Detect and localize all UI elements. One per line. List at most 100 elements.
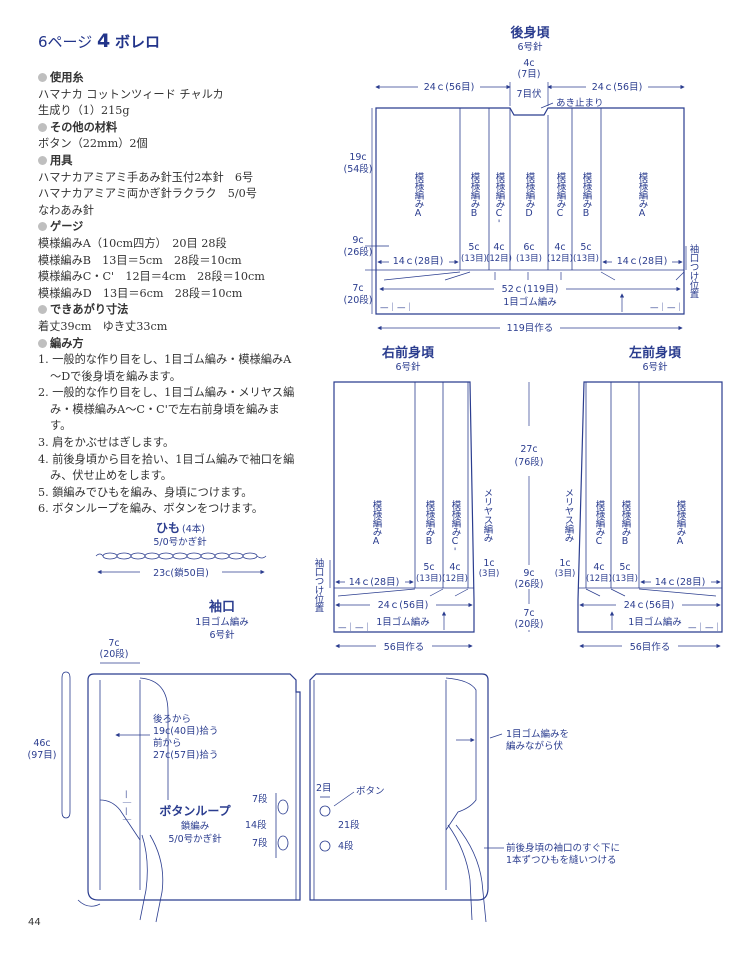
yarn-line: 生成り（1）215g [38,104,130,118]
back-sub-b2-cm: 5c [580,242,591,253]
back-mid-rows: (26段) [343,246,372,258]
back-upper-rows: (54段) [343,163,372,175]
other-heading: その他の材料 [38,120,338,137]
tie-title: ひも [156,521,180,535]
back-panel-c: 模様編みC [555,171,567,218]
pickup-2: 19c(40目)拾う [153,725,218,737]
loop-stitch: 鎖編み [181,820,210,832]
back-rib-width: 52ｃ(119目) [502,284,559,295]
lf-sub-a: 14ｃ(28目) [655,577,706,588]
rf-panel-c-prime: 模様編みC' [450,499,462,557]
front-h3-rows: (20段) [514,618,543,630]
lf-sub-b-st: (13目) [612,574,638,584]
rf-sub-s-st: (3目) [479,569,500,579]
step: 6. ボタンループを編み、ボタンをつけます。 [38,502,264,516]
chain-stitches [95,552,267,560]
method-heading: 編み方 [38,336,338,353]
pattern-title: ボレロ [115,33,161,51]
gauge-line: 模様編みA（10cm四方） 20目 28段 [38,236,227,250]
back-sub-c-st: (12目) [547,254,573,264]
back-panel-a-right: 模様編みA [637,171,649,218]
cuff-needle: 6号針 [209,629,235,641]
size-heading: できあがり寸法 [38,302,338,319]
pickup-1: 後ろから [153,713,191,725]
front-heights: 27c (76段) 9c (26段) 7c (20段) [510,382,548,632]
button-st: 2目 [316,783,332,794]
gauge-heading: ゲージ [38,219,338,236]
cuff-note-2: 編みながら伏 [506,740,564,752]
button-label: ボタン [356,786,385,797]
back-akidome: あき止まり [556,97,604,109]
back-center-cm: 4c [523,58,534,69]
back-rib-sym-left: —｜—｜ [380,302,414,313]
back-title: 後身頃 [510,25,550,41]
front-h3-cm: 7c [523,608,534,619]
step: 2. 一般的な作り目をし、1目ゴム編み・メリヤス編み・模様編みA～C・C'で左右… [38,386,295,433]
step: 1. 一般的な作り目をし、1目ゴム編み・模様編みA～Dで後身頃を編みます。 [38,353,292,383]
back-cast-on: 119目作る [507,322,554,334]
rf-sleeve-attach: 袖口つけ位置 [313,557,325,612]
lf-cast-on: 56目作る [630,641,671,653]
rf-rib-label: 1目ゴム編み [376,616,430,628]
step: 3. 肩をかぶせはぎします。 [38,436,175,450]
gauge-line: 模様編みD 13目＝6cm 28段＝10cm [38,286,243,300]
tools-line: なわあみ針 [38,203,94,217]
lf-rib-sym: —｜—｜ [688,622,722,633]
right-front-title: 右前身頃 [381,345,435,361]
cuff-diagram: 袖口 1目ゴム編み 6号針 7c (20段) 46c (97目) —｜—｜ 後ろ… [27,599,620,923]
tie-length: 23c(鎖50目) [153,567,209,579]
cuff-note-1: 1目ゴム編みを [506,728,569,740]
pickup-4: 27c(57目)拾う [153,749,218,761]
left-front-piece: 左前身頃 6号針 メリヤス編み 模様編みC 模様編みB 模様編みA 1c (3目… [555,345,723,653]
back-width-left: 24ｃ(56目) [424,82,475,93]
tools-line: ハマナカアミアミ手あみ針玉付2本針 6号 [38,170,254,184]
lf-sub-c-cm: 4c [593,562,604,573]
back-needle: 6号針 [517,41,543,53]
step: 5. 鎖編みでひもを編み、身頃につけます。 [38,485,253,499]
loop-title: ボタンループ [159,803,231,818]
lf-sub-b-cm: 5c [619,562,630,573]
cuff-width-rows: (20段) [99,648,128,660]
back-panel-b-right: 模様編みB [581,171,593,218]
cuff-width-cm: 7c [108,638,119,649]
rf-sub-s-cm: 1c [483,558,494,569]
back-center-bindoff: 7目伏 [516,88,542,100]
back-upper-cm: 19c [349,152,366,163]
back-sub-left: 14ｃ(28目) [393,256,444,267]
cuff-title: 袖口 [209,599,235,615]
cuff-note-4: 1本ずつひもを縫いつける [506,854,617,866]
back-center-rows: (7目) [518,69,541,80]
rows-21: 21段 [338,819,360,831]
cuff-rib-sym: —｜—｜ [121,790,131,824]
lf-panel-a: 模様編みA [675,499,687,546]
tie-count: (4本) [182,523,205,535]
other-line: ボタン（22mm）2個 [38,137,148,151]
pattern-number: 4 [97,30,111,52]
back-low-rows: (20段) [343,294,372,306]
gauge-line: 模様編みC・C' 12目＝4cm 28段＝10cm [38,270,265,284]
back-width-right: 24ｃ(56目) [592,82,643,93]
rows-4: 4段 [338,840,354,852]
tie-hook: 5/0号かぎ針 [153,536,207,548]
back-mid-cm: 9c [352,235,363,246]
lf-panel-b: 模様編みB [620,499,632,546]
rf-panel-a: 模様編みA [371,499,383,546]
lf-rib-label: 1目ゴム編み [628,616,682,628]
tie-diagram: ひも (4本) 5/0号かぎ針 23c(鎖50目) [95,521,267,579]
rf-sub-b-st: (13目) [416,574,442,584]
lf-sub-s-st: (3目) [555,569,576,579]
step: 4. 前後身頃から目を拾い、1目ゴム編みで袖口を編み、伏せ止めをします。 [38,452,295,483]
front-h2-cm: 9c [523,568,534,579]
instructions: 使用糸 ハマナカ コットンツィード チャルカ 生成り（1）215g その他の材料… [38,70,338,518]
lf-sub-c-st: (12目) [586,574,612,584]
back-low-cm: 7c [352,283,363,294]
lf-sub-s-cm: 1c [559,558,570,569]
lf-stockinette: メリヤス編み [563,488,575,542]
back-sub-c-cm: 4c [554,242,565,253]
back-panel-d: 模様編みD [524,171,536,218]
rf-cast-on: 56目作る [384,641,425,653]
left-front-needle: 6号針 [642,361,668,373]
tools-line: ハマナカアミアミ両かぎ針ラクラク 5/0号 [38,187,257,201]
back-panel-c-prime: 模様編みC' [494,171,506,229]
